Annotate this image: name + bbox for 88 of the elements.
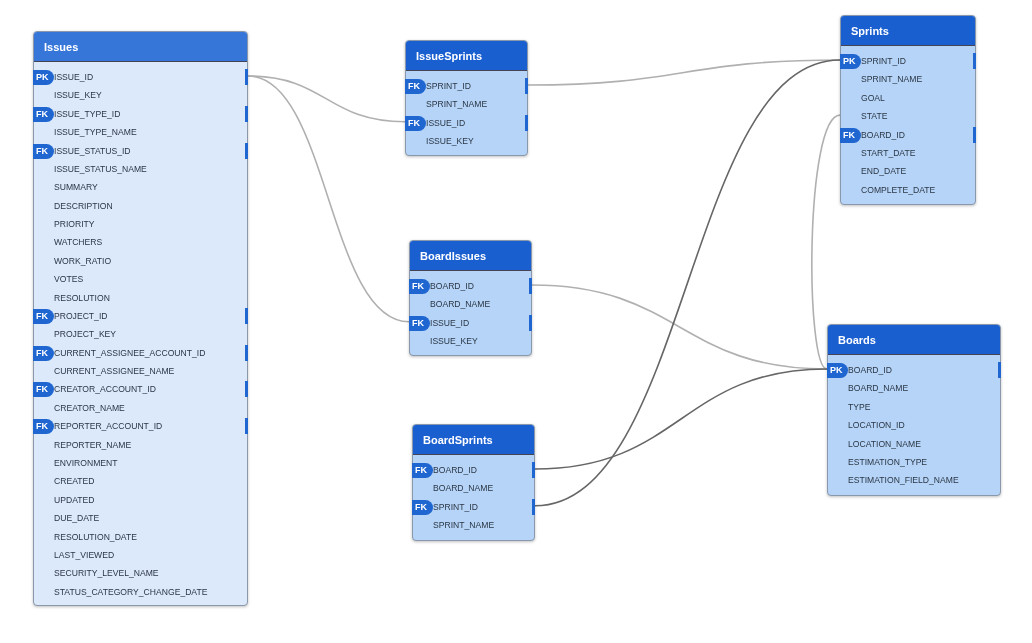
column-name: COMPLETE_DATE [861, 183, 936, 197]
column-name: LOCATION_NAME [848, 437, 921, 451]
column-name: PRIORITY [54, 218, 95, 232]
column-name: RESOLUTION [54, 291, 110, 305]
column-name: START_DATE [861, 146, 916, 160]
column-name: ISSUE_TYPE_NAME [54, 126, 137, 140]
column-name: SPRINT_ID [433, 500, 478, 514]
key-badge: FK [33, 382, 54, 398]
table-title: Issues [34, 32, 247, 62]
column-name: ENVIRONMENT [54, 456, 118, 470]
column-name: ISSUE_TYPE_ID [54, 107, 121, 121]
key-badge: FK [33, 308, 54, 324]
column-name: SECURITY_LEVEL_NAME [54, 567, 159, 581]
column-name: ESTIMATION_FIELD_NAME [848, 474, 959, 488]
column-name: BOARD_NAME [433, 482, 494, 496]
column-name: BOARD_NAME [848, 382, 909, 396]
relationship-line [811, 114, 841, 370]
table-title: BoardIssues [410, 241, 531, 271]
table-card [33, 31, 248, 606]
column-name: GOAL [861, 91, 885, 105]
table-title: BoardSprints [413, 425, 534, 455]
table-title: IssueSprints [406, 41, 527, 71]
column-name: LAST_VIEWED [54, 548, 115, 562]
column-name: WORK_RATIO [54, 254, 112, 268]
column-name: ESTIMATION_TYPE [848, 455, 928, 469]
key-badge: FK [840, 127, 861, 143]
relationship-line [534, 59, 841, 507]
column-name: RESOLUTION_DATE [54, 530, 137, 544]
table-card [405, 40, 528, 156]
key-badge: PK [827, 363, 848, 378]
key-badge: FK [405, 79, 426, 94]
column-name: CREATOR_ACCOUNT_ID [54, 383, 156, 397]
column-name: ISSUE_ID [430, 316, 470, 330]
key-badge: FK [409, 279, 430, 294]
column-name: ISSUE_STATUS_NAME [54, 162, 147, 176]
key-badge: FK [33, 419, 54, 435]
table-card [412, 424, 535, 541]
column-name: SPRINT_NAME [433, 519, 495, 533]
key-badge: PK [840, 54, 861, 69]
relationship-line [247, 75, 410, 323]
column-name: VOTES [54, 273, 84, 287]
table-title: Boards [828, 325, 1000, 355]
column-name: CURRENT_ASSIGNEE_ACCOUNT_ID [54, 346, 206, 360]
column-name: SPRINT_NAME [426, 98, 488, 112]
column-name: SPRINT_ID [426, 80, 471, 93]
column-name: CREATOR_NAME [54, 401, 125, 415]
table-card [840, 15, 976, 205]
column-name: ISSUE_KEY [426, 135, 474, 149]
column-name: TYPE [848, 400, 871, 414]
key-badge: PK [33, 70, 54, 85]
column-name: STATE [861, 110, 888, 124]
column-name: WATCHERS [54, 236, 103, 250]
table-card [409, 240, 532, 356]
key-badge: FK [33, 345, 54, 361]
relationship-line [534, 368, 828, 470]
column-name: CREATED [54, 475, 95, 489]
column-name: ISSUE_ID [54, 71, 94, 84]
column-name: END_DATE [861, 165, 907, 179]
column-name: ISSUE_STATUS_ID [54, 144, 131, 158]
column-name: LOCATION_ID [848, 419, 905, 433]
column-name: ISSUE_ID [426, 116, 466, 130]
key-badge: FK [412, 499, 433, 515]
column-name: UPDATED [54, 493, 95, 507]
column-name: BOARD_ID [848, 364, 892, 377]
column-name: REPORTER_NAME [54, 438, 132, 452]
key-badge: FK [33, 106, 54, 122]
column-name: ISSUE_KEY [430, 335, 478, 349]
key-badge: FK [405, 115, 426, 131]
column-name: SPRINT_NAME [861, 73, 923, 87]
column-name: BOARD_NAME [430, 298, 491, 312]
column-name: ISSUE_KEY [54, 89, 102, 103]
column-name: DESCRIPTION [54, 199, 113, 213]
column-name: PROJECT_ID [54, 309, 108, 323]
column-name: REPORTER_ACCOUNT_ID [54, 420, 163, 434]
column-name: BOARD_ID [861, 128, 905, 142]
column-name: BOARD_ID [430, 280, 474, 293]
column-name: BOARD_ID [433, 464, 477, 477]
key-badge: FK [33, 143, 54, 159]
column-name: STATUS_CATEGORY_CHANGE_DATE [54, 585, 208, 599]
column-name: SPRINT_ID [861, 55, 906, 68]
key-badge: FK [412, 463, 433, 478]
column-name: SUMMARY [54, 181, 98, 195]
table-title: Sprints [841, 16, 975, 46]
key-badge: FK [409, 315, 430, 331]
column-name: CURRENT_ASSIGNEE_NAME [54, 365, 175, 379]
table-card [827, 324, 1001, 496]
column-name: PROJECT_KEY [54, 328, 117, 342]
column-name: DUE_DATE [54, 512, 100, 526]
